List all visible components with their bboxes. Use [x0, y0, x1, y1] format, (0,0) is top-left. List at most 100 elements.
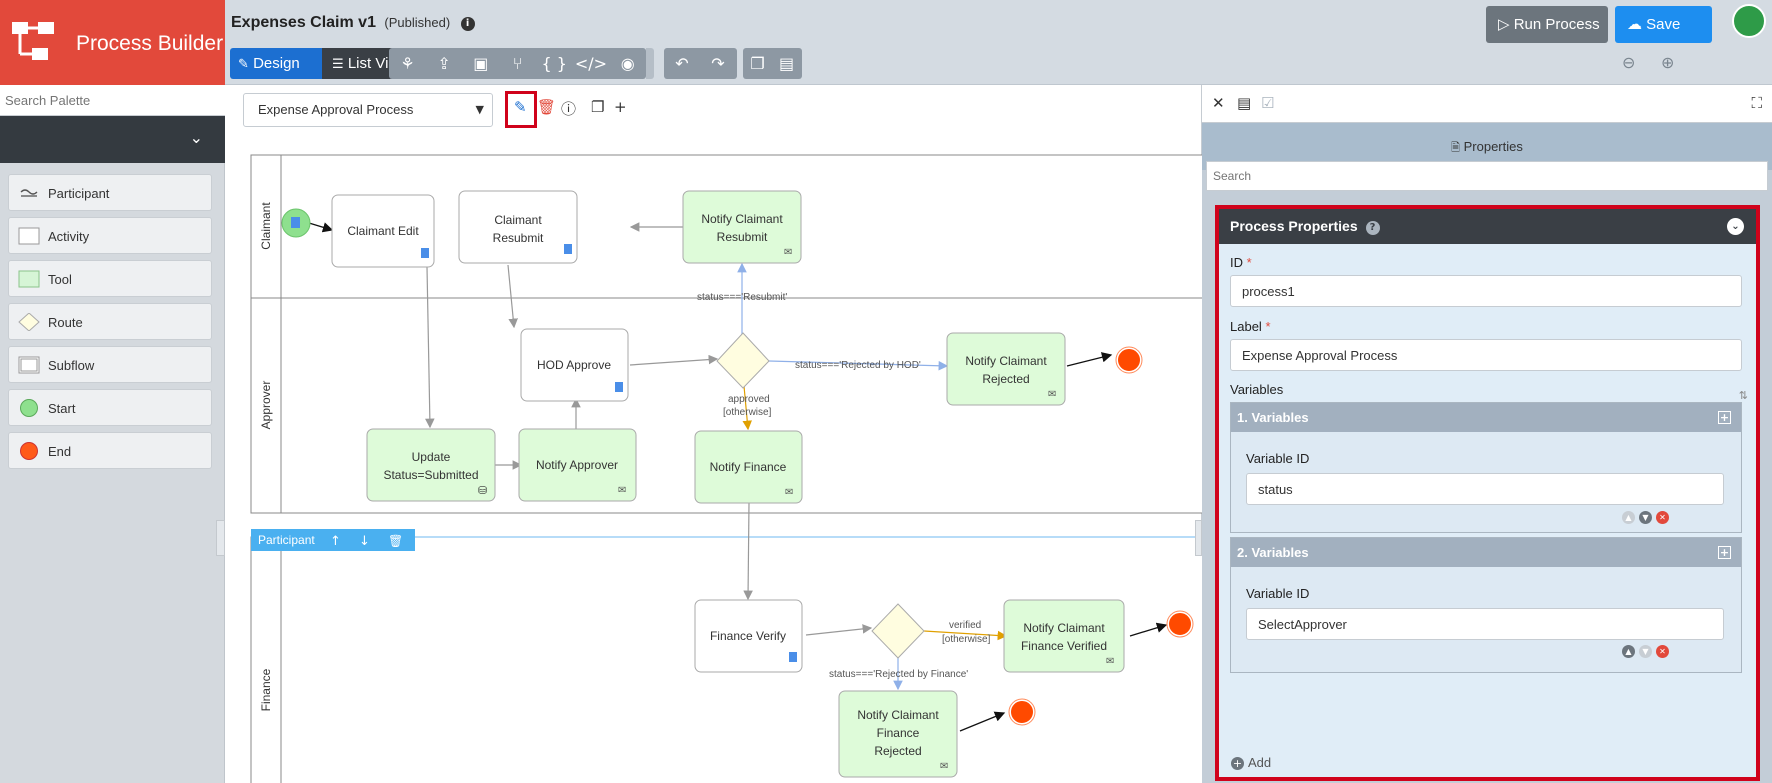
palette-item-route[interactable]: Route: [8, 303, 212, 340]
export-icon[interactable]: ⇪: [437, 54, 451, 73]
add-variable-icon[interactable]: +: [1718, 546, 1731, 559]
form-icon: [615, 382, 623, 392]
add-label: Add: [1248, 755, 1272, 770]
palette-item-subflow[interactable]: Subflow: [8, 346, 212, 383]
camera-icon[interactable]: ◉: [620, 54, 635, 73]
node-update-status[interactable]: Update Status=Submitted ⛁: [366, 428, 496, 502]
node-label: Update: [412, 450, 451, 464]
palette-item-participant[interactable]: Participant: [8, 174, 212, 211]
help-icon[interactable]: ?: [1365, 221, 1380, 235]
condition-label: status==='Rejected by Finance': [829, 669, 968, 680]
node-notify-claimant-resubmit[interactable]: Notify Claimant Resubmit ✉: [682, 190, 802, 264]
node-label: Notify Claimant: [965, 354, 1047, 368]
node-notify-claimant-rejected[interactable]: Notify Claimant Rejected ✉: [946, 332, 1066, 406]
id-label-text: ID: [1230, 255, 1243, 270]
participant-toolbar[interactable]: Participant ↑ ↓ 🗑: [251, 529, 415, 551]
remove-icon[interactable]: ✕: [1656, 511, 1669, 524]
node-notify-finance[interactable]: Notify Finance ✉: [694, 430, 803, 504]
arrow-down-icon[interactable]: ↓: [359, 534, 370, 549]
trash-icon[interactable]: 🗑: [537, 98, 557, 116]
paste-icon[interactable]: ▤: [778, 54, 795, 73]
auto-layout-icon[interactable]: ⚘: [400, 54, 415, 73]
variable-block-1: 1. Variables + Variable ID ▲ ▼ ✕: [1230, 402, 1742, 533]
user-avatar[interactable]: [1732, 4, 1766, 38]
variable-header-label: 1. Variables: [1237, 410, 1309, 425]
app-title: Process Builder: [76, 32, 224, 55]
process-properties-header[interactable]: Process Properties ? ⌄: [1219, 209, 1756, 244]
chevron-down-icon[interactable]: ⌄: [1727, 218, 1744, 235]
design-tab[interactable]: ✎ Design: [230, 48, 322, 79]
copy-icon[interactable]: ❐: [750, 54, 765, 73]
panel-icon[interactable]: ▤: [1237, 94, 1252, 112]
end-node[interactable]: [1115, 346, 1143, 374]
add-variable-button[interactable]: +Add: [1231, 755, 1271, 770]
node-notify-claimant-finance-verified[interactable]: Notify Claimant Finance Verified ✉: [1003, 599, 1125, 673]
variable-id-input[interactable]: [1246, 608, 1724, 640]
mail-icon: ✉: [940, 761, 948, 772]
copy-process-icon[interactable]: ❐: [591, 98, 605, 116]
canvas-resize-handle[interactable]: [1195, 520, 1202, 556]
play-icon: ▷: [1498, 15, 1510, 33]
palette-item-activity[interactable]: Activity: [8, 217, 212, 254]
palette-item-label: Activity: [48, 229, 90, 244]
route-gateway-hod[interactable]: [716, 332, 770, 389]
id-input[interactable]: [1230, 275, 1742, 307]
document-icon: 🗎: [1451, 141, 1460, 154]
move-up-icon[interactable]: ▲: [1622, 645, 1635, 658]
end-node[interactable]: [1008, 698, 1036, 726]
end-node[interactable]: [1166, 610, 1194, 638]
variable-id-input[interactable]: [1246, 473, 1724, 505]
palette-item-start[interactable]: Start: [8, 389, 212, 426]
node-claimant-edit[interactable]: Claimant Edit: [331, 194, 435, 268]
process-select[interactable]: Expense Approval Process ▼: [243, 93, 493, 127]
form-icon: [421, 248, 429, 258]
add-variable-icon[interactable]: +: [1718, 411, 1731, 424]
sort-icon[interactable]: ⇅: [1738, 389, 1748, 402]
info-icon[interactable]: i: [460, 17, 475, 31]
move-down-icon[interactable]: ▼: [1639, 511, 1652, 524]
node-label: Claimant: [494, 213, 542, 227]
toolbar-scroll-handle[interactable]: [646, 48, 654, 79]
node-claimant-resubmit[interactable]: Claimant Resubmit: [458, 190, 578, 264]
image-export-icon[interactable]: ▣: [473, 54, 489, 73]
redo-icon[interactable]: ↷: [711, 54, 725, 73]
node-label: HOD Approve: [537, 358, 611, 372]
variable-id-label: Variable ID: [1246, 586, 1310, 601]
properties-search-input[interactable]: [1206, 161, 1768, 191]
undo-icon[interactable]: ↶: [675, 54, 689, 73]
zoom-out-icon[interactable]: ⊖: [1622, 53, 1636, 72]
condition-label: verified: [949, 620, 981, 631]
close-icon[interactable]: ✕: [1212, 94, 1225, 112]
participant-toolbar-label: Participant: [258, 533, 315, 547]
pencil-icon[interactable]: ✎: [514, 98, 527, 116]
node-finance-verify[interactable]: Finance Verify: [694, 599, 803, 673]
expand-icon[interactable]: ⛶: [1751, 94, 1762, 112]
remove-icon[interactable]: ✕: [1656, 645, 1669, 658]
node-notify-approver[interactable]: Notify Approver ✉: [518, 428, 637, 502]
json-icon[interactable]: { }: [541, 54, 567, 73]
start-node[interactable]: [281, 208, 311, 238]
zoom-in-icon[interactable]: ⊕: [1661, 53, 1675, 72]
check-icon[interactable]: ☑: [1261, 94, 1275, 112]
move-down-icon[interactable]: ▼: [1639, 645, 1652, 658]
move-up-icon[interactable]: ▲: [1622, 511, 1635, 524]
list-icon: ☰: [332, 57, 344, 72]
branch-icon[interactable]: ⑂: [512, 54, 523, 73]
code-icon[interactable]: </>: [574, 54, 608, 73]
palette-category-selector[interactable]: ⌄: [0, 116, 225, 163]
save-button[interactable]: ☁ Save: [1615, 6, 1712, 43]
node-notify-claimant-finance-rejected[interactable]: Notify Claimant Finance Rejected ✉: [838, 690, 958, 778]
label-input[interactable]: [1230, 339, 1742, 371]
info-circle-icon[interactable]: ⓘ: [561, 100, 577, 118]
palette-search-input[interactable]: [0, 85, 225, 116]
palette-item-tool[interactable]: Tool: [8, 260, 212, 297]
add-process-icon[interactable]: +: [614, 98, 627, 116]
run-process-button[interactable]: ▷ Run Process: [1486, 6, 1608, 43]
node-hod-approve[interactable]: HOD Approve: [520, 328, 629, 402]
palette-item-end[interactable]: End: [8, 432, 212, 469]
palette-resize-handle[interactable]: [216, 520, 225, 556]
route-gateway-finance[interactable]: [871, 603, 925, 659]
arrow-up-icon[interactable]: ↑: [330, 534, 341, 549]
diagram-canvas[interactable]: Expense Approval Process ▼ ✎ 🗑 ⓘ ❐ + Cla…: [225, 85, 1202, 783]
trash-icon[interactable]: 🗑: [388, 534, 403, 548]
